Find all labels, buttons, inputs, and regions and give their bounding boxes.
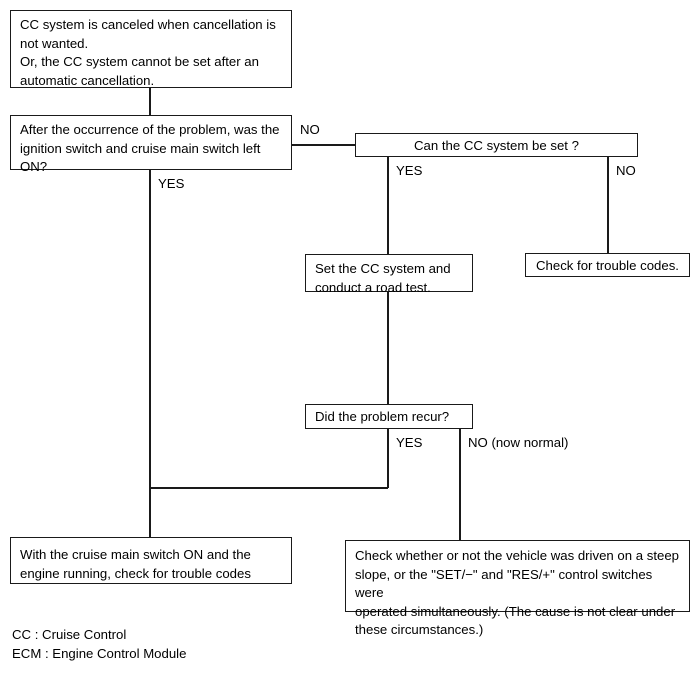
edge-label-switch-yes: YES: [158, 176, 185, 191]
node-action-check-trouble-codes: Check for trouble codes.: [525, 253, 690, 277]
legend-abbreviations: CC : Cruise Control ECM : Engine Control…: [12, 627, 187, 661]
node-action-cruise-switch-on-check-codes: With the cruise main switch ON and the e…: [10, 537, 292, 584]
node-question-cc-can-be-set: Can the CC system be set ?: [355, 133, 638, 157]
node-action-set-cc-road-test: Set the CC system and conduct a road tes…: [305, 254, 473, 295]
edge-label-cc-set-yes: YES: [396, 163, 423, 178]
node-question-problem-recur: Did the problem recur?: [305, 404, 473, 429]
edge-label-recur-yes: YES: [396, 435, 423, 450]
edge-label-recur-no: NO (now normal): [468, 435, 569, 450]
node-action-check-steep-slope: Check whether or not the vehicle was dri…: [345, 540, 690, 637]
edge-label-cc-set-no: NO: [616, 163, 636, 178]
node-question-switch-left-on: After the occurrence of the problem, was…: [10, 115, 292, 174]
node-problem-statement: CC system is canceled when cancellation …: [10, 10, 292, 88]
edge-label-switch-no: NO: [300, 122, 320, 137]
